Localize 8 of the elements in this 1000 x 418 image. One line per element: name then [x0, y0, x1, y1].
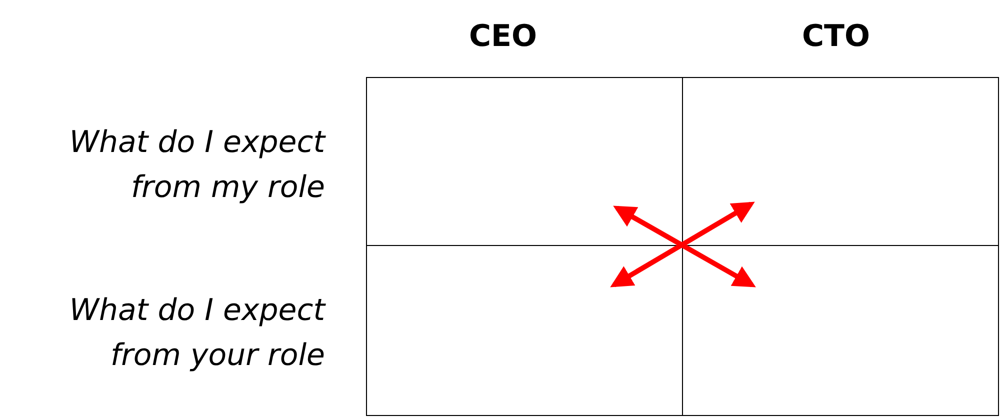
- grid-cell: [366, 245, 683, 416]
- grid-cell: [682, 77, 999, 246]
- row-header: What do I expect from my role: [68, 124, 325, 207]
- column-header: CEO: [468, 18, 538, 56]
- grid-cell: [366, 77, 683, 246]
- grid-cell: [682, 245, 999, 416]
- row-header: What do I expect from your role: [68, 292, 325, 375]
- column-header: CTO: [801, 18, 871, 56]
